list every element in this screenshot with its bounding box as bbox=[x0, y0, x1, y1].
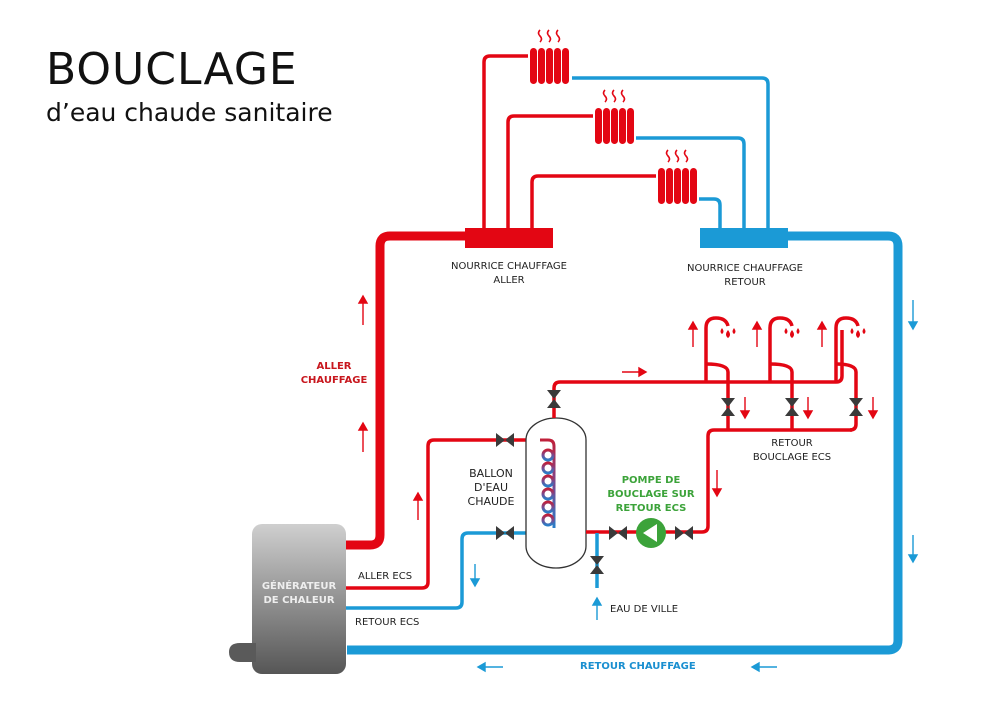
valve-loop-1 bbox=[721, 398, 735, 416]
valve-ballon-outlet bbox=[547, 390, 561, 408]
nourrice-retour-label: NOURRICE CHAUFFAGE RETOUR bbox=[687, 262, 803, 290]
nourrice-retour-label-line2: RETOUR bbox=[724, 277, 766, 288]
valve-pump-in bbox=[609, 526, 627, 540]
pump-arrow-icon bbox=[643, 524, 657, 542]
valve-loop-2 bbox=[785, 398, 799, 416]
nourrice-retour-label-line1: NOURRICE CHAUFFAGE bbox=[687, 263, 803, 274]
aller-chauffage-label-line1: ALLER bbox=[316, 361, 352, 372]
pompe-label: POMPE DE BOUCLAGE SUR RETOUR ECS bbox=[607, 474, 694, 516]
nourrice-aller bbox=[465, 228, 553, 248]
retour-chauffage-pipe bbox=[347, 231, 903, 655]
aller-chauffage-pipe bbox=[345, 231, 468, 550]
loop-branch-3 bbox=[835, 362, 858, 432]
loop-branch-2 bbox=[769, 362, 794, 430]
radiator-1-return bbox=[572, 76, 770, 228]
ballon-label-line1: BALLON bbox=[469, 467, 513, 480]
eau-de-ville-label: EAU DE VILLE bbox=[610, 604, 679, 615]
nourrice-aller-label-line2: ALLER bbox=[493, 275, 525, 286]
radiator-3-icon bbox=[657, 149, 698, 205]
aller-chauffage-label-line2: CHAUFFAGE bbox=[300, 375, 368, 386]
aller-ecs-label: ALLER ECS bbox=[358, 571, 413, 582]
flow-arrows-cold bbox=[469, 300, 919, 673]
radiator-3-supply bbox=[530, 174, 656, 228]
ballon-coil bbox=[540, 438, 556, 528]
radiator-2-return bbox=[636, 136, 746, 228]
ballon-label: BALLON D'EAU CHAUDE bbox=[468, 467, 515, 509]
radiator-2-supply bbox=[506, 114, 593, 228]
pompe-label-line1: POMPE DE bbox=[621, 475, 681, 486]
retour-chauffage-label: RETOUR CHAUFFAGE bbox=[580, 661, 696, 672]
generateur-label: GÉNÉRATEUR DE CHALEUR bbox=[262, 580, 336, 608]
nourrice-retour bbox=[700, 228, 788, 248]
valve-eau-de-ville bbox=[590, 556, 604, 574]
generateur-label-line2: DE CHALEUR bbox=[263, 595, 335, 606]
aller-chauffage-label: ALLER CHAUFFAGE bbox=[301, 360, 368, 388]
retour-bouclage-label: RETOUR BOUCLAGE ECS bbox=[753, 437, 831, 465]
coil-loops bbox=[541, 448, 555, 527]
loop-branch-1 bbox=[705, 362, 730, 430]
flow-arrows-hot bbox=[357, 294, 879, 520]
generateur-chaleur bbox=[252, 524, 346, 674]
ballon-label-line3: CHAUDE bbox=[467, 495, 515, 508]
nourrice-aller-label: NOURRICE CHAUFFAGE ALLER bbox=[451, 260, 567, 288]
generateur-label-line1: GÉNÉRATEUR bbox=[261, 581, 337, 592]
retour-bouclage-label-line2: BOUCLAGE ECS bbox=[752, 452, 832, 463]
valve-loop-3 bbox=[849, 398, 863, 416]
page-title: BOUCLAGE bbox=[46, 44, 298, 95]
valve-aller-ecs bbox=[496, 433, 514, 447]
tap-3 bbox=[834, 316, 860, 382]
tap-1 bbox=[704, 316, 730, 382]
radiator-3-return bbox=[699, 197, 722, 228]
tap-1-water-icon bbox=[720, 328, 736, 338]
radiator-2-icon bbox=[594, 89, 635, 145]
generateur-flue bbox=[229, 643, 256, 662]
page-subtitle: d’eau chaude sanitaire bbox=[46, 98, 333, 127]
pompe-label-line2: BOUCLAGE SUR bbox=[607, 489, 695, 500]
valve-retour-ecs bbox=[496, 526, 514, 540]
valve-pump-out bbox=[675, 526, 693, 540]
ballon-label-line2: D'EAU bbox=[473, 481, 509, 494]
radiator-1-icon bbox=[529, 29, 570, 85]
retour-bouclage-pipe bbox=[586, 428, 852, 534]
pompe-label-line3: RETOUR ECS bbox=[615, 503, 687, 514]
ballon-tank bbox=[525, 417, 587, 569]
tap-2-water-icon bbox=[784, 328, 800, 338]
nourrice-aller-label-line1: NOURRICE CHAUFFAGE bbox=[451, 261, 567, 272]
retour-bouclage-label-line1: RETOUR bbox=[771, 438, 813, 449]
tap-3-water-icon bbox=[850, 328, 866, 338]
retour-ecs-label: RETOUR ECS bbox=[355, 617, 420, 628]
radiator-1-supply bbox=[482, 54, 528, 228]
ecs-distribution-pipe bbox=[552, 330, 844, 418]
tap-2 bbox=[768, 316, 794, 382]
